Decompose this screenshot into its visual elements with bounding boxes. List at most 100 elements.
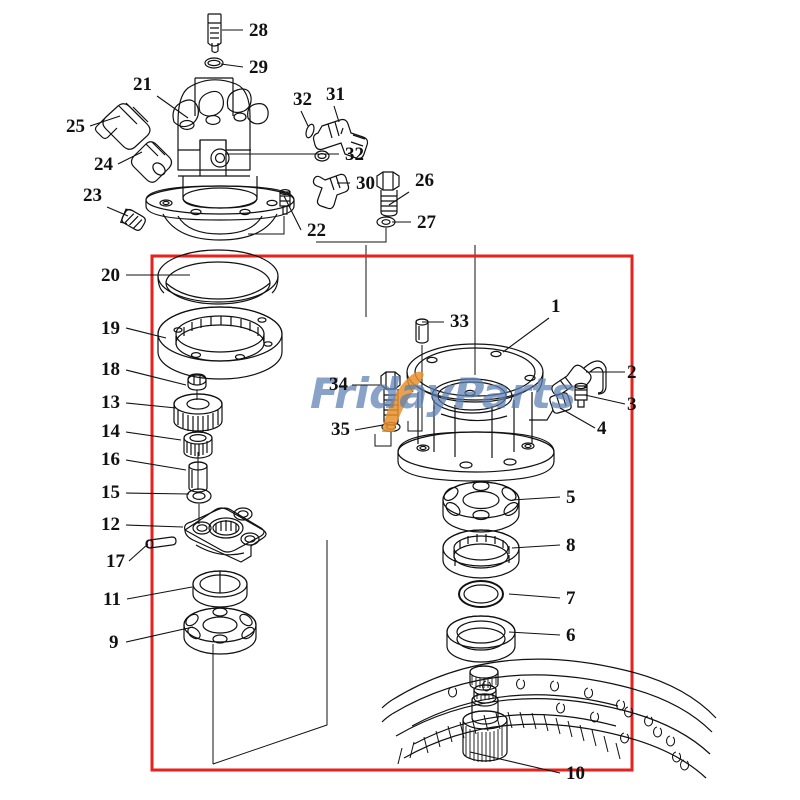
callout-number-7: 7: [566, 588, 576, 609]
part-6-inner-race-bearing: [446, 615, 516, 663]
callout-number-5: 5: [566, 487, 576, 508]
part-7-o-ring-seal: [458, 580, 504, 608]
part-19-internal-ring-gear: [157, 306, 283, 380]
leader-line-16: [125, 459, 187, 471]
part-18-retaining-clip: [187, 373, 207, 391]
leader-bracket-26: [316, 228, 387, 243]
callout-number-26: 26: [415, 170, 434, 191]
callout-number-8: 8: [566, 535, 576, 556]
callout-number-24: 24: [94, 154, 114, 175]
callout-number-11: 11: [103, 589, 121, 610]
leader-line-12: [125, 524, 184, 528]
leader-line-8: [511, 544, 561, 549]
callout-number-16: 16: [101, 449, 120, 470]
callout-leader-lines: [89, 29, 626, 774]
swing-motor-assembly-group: [145, 13, 295, 241]
callout-number-12: 12: [101, 514, 120, 535]
leader-line-22: [283, 195, 302, 231]
part-8-needle-roller-bearing: [442, 529, 520, 579]
leader-line-13: [125, 402, 177, 409]
part-28-plug-screw: [207, 13, 222, 54]
fridayparts-watermark: FridayParts: [310, 369, 576, 432]
part-25-relief-valve: [94, 102, 151, 150]
callout-number-34: 34: [329, 374, 349, 395]
part-17-spring-pin: [145, 536, 177, 549]
leader-line-7: [508, 593, 561, 599]
callout-number-3: 3: [627, 394, 637, 415]
leader-line-26: [388, 191, 410, 206]
callout-number-6: 6: [566, 625, 576, 646]
leader-line-5: [511, 496, 561, 501]
callout-number-17: 17: [106, 551, 126, 572]
swing-pinion-shaft: [462, 665, 508, 762]
part-20-gear-cover-ring: [157, 249, 279, 305]
callout-number-25: 25: [66, 116, 85, 137]
part-14-needle-bearing-cage: [183, 431, 213, 459]
highlight-rectangle: [150, 254, 634, 772]
leader-line-18: [125, 369, 187, 386]
leader-line-31: [333, 105, 340, 123]
callout-number-29: 29: [249, 57, 268, 78]
callout-number-19: 19: [101, 318, 120, 339]
callout-number-31: 31: [326, 84, 345, 105]
left-column-reference-lines: [196, 390, 328, 765]
leader-bracket-22: [248, 216, 285, 235]
part-23-drain-plug: [119, 208, 146, 231]
motor-mounting-flange: [145, 185, 295, 241]
leader-line-6: [508, 631, 561, 636]
leader-line-35: [354, 424, 384, 431]
leader-line-24: [117, 151, 143, 165]
callout-number-10: 10: [566, 763, 585, 784]
motor-body: [172, 77, 269, 209]
part-24-relief-fitting: [130, 141, 173, 183]
callout-number-1: 1: [551, 296, 561, 317]
callout-number-28: 28: [249, 20, 268, 41]
part-33-reference-line: [407, 345, 423, 432]
callout-number-18: 18: [101, 359, 120, 380]
callout-number-21: 21: [133, 74, 152, 95]
callout-number-30: 30: [356, 173, 375, 194]
leader-line-19: [125, 327, 167, 339]
callout-number-32a: 32: [293, 89, 312, 110]
part-10-swing-circle-ring-gear: [381, 658, 717, 779]
part-15-thrust-washer: [186, 488, 212, 504]
leader-line-9: [125, 626, 194, 643]
leader-line-32a: [300, 110, 309, 127]
callout-number-9: 9: [109, 632, 119, 653]
part-32-o-ring-upper: [305, 123, 315, 139]
callout-number-4: 4: [597, 418, 607, 439]
callout-number-33: 33: [450, 311, 469, 332]
part-30-elbow-fitting: [312, 173, 350, 210]
callout-number-20: 20: [101, 265, 120, 286]
leader-line-3: [584, 394, 626, 405]
part-11-snap-ring: [192, 570, 248, 608]
callout-number-22: 22: [307, 220, 326, 241]
part-22-socket-bolt: [279, 189, 291, 215]
callout-number-14: 14: [101, 421, 121, 442]
watermark-text: FridayParts: [310, 369, 576, 418]
leader-line-10: [469, 751, 561, 774]
part-2-elbow-hose: [551, 360, 607, 396]
part-29-o-ring: [204, 57, 224, 69]
leader-line-25: [89, 115, 121, 127]
leader-line-23: [106, 206, 129, 217]
part-4-grease-nipple: [529, 392, 572, 421]
leader-line-4: [559, 407, 596, 429]
part-13-planet-gear: [173, 393, 223, 432]
callout-number-27: 27: [417, 212, 437, 233]
leader-line-15: [125, 492, 190, 495]
callout-number-32b: 32: [345, 144, 364, 165]
leader-line-29: [220, 63, 244, 68]
part-34-35-reference-line: [374, 432, 392, 447]
part-26-hex-bolt: [376, 171, 400, 217]
leader-line-14: [125, 431, 182, 441]
part-31-elbow-connector: [312, 118, 369, 160]
callout-number-15: 15: [101, 482, 120, 503]
callout-number-35: 35: [331, 419, 350, 440]
callout-number-13: 13: [101, 392, 120, 413]
leader-line-11: [126, 586, 193, 600]
leader-line-17: [128, 543, 149, 562]
